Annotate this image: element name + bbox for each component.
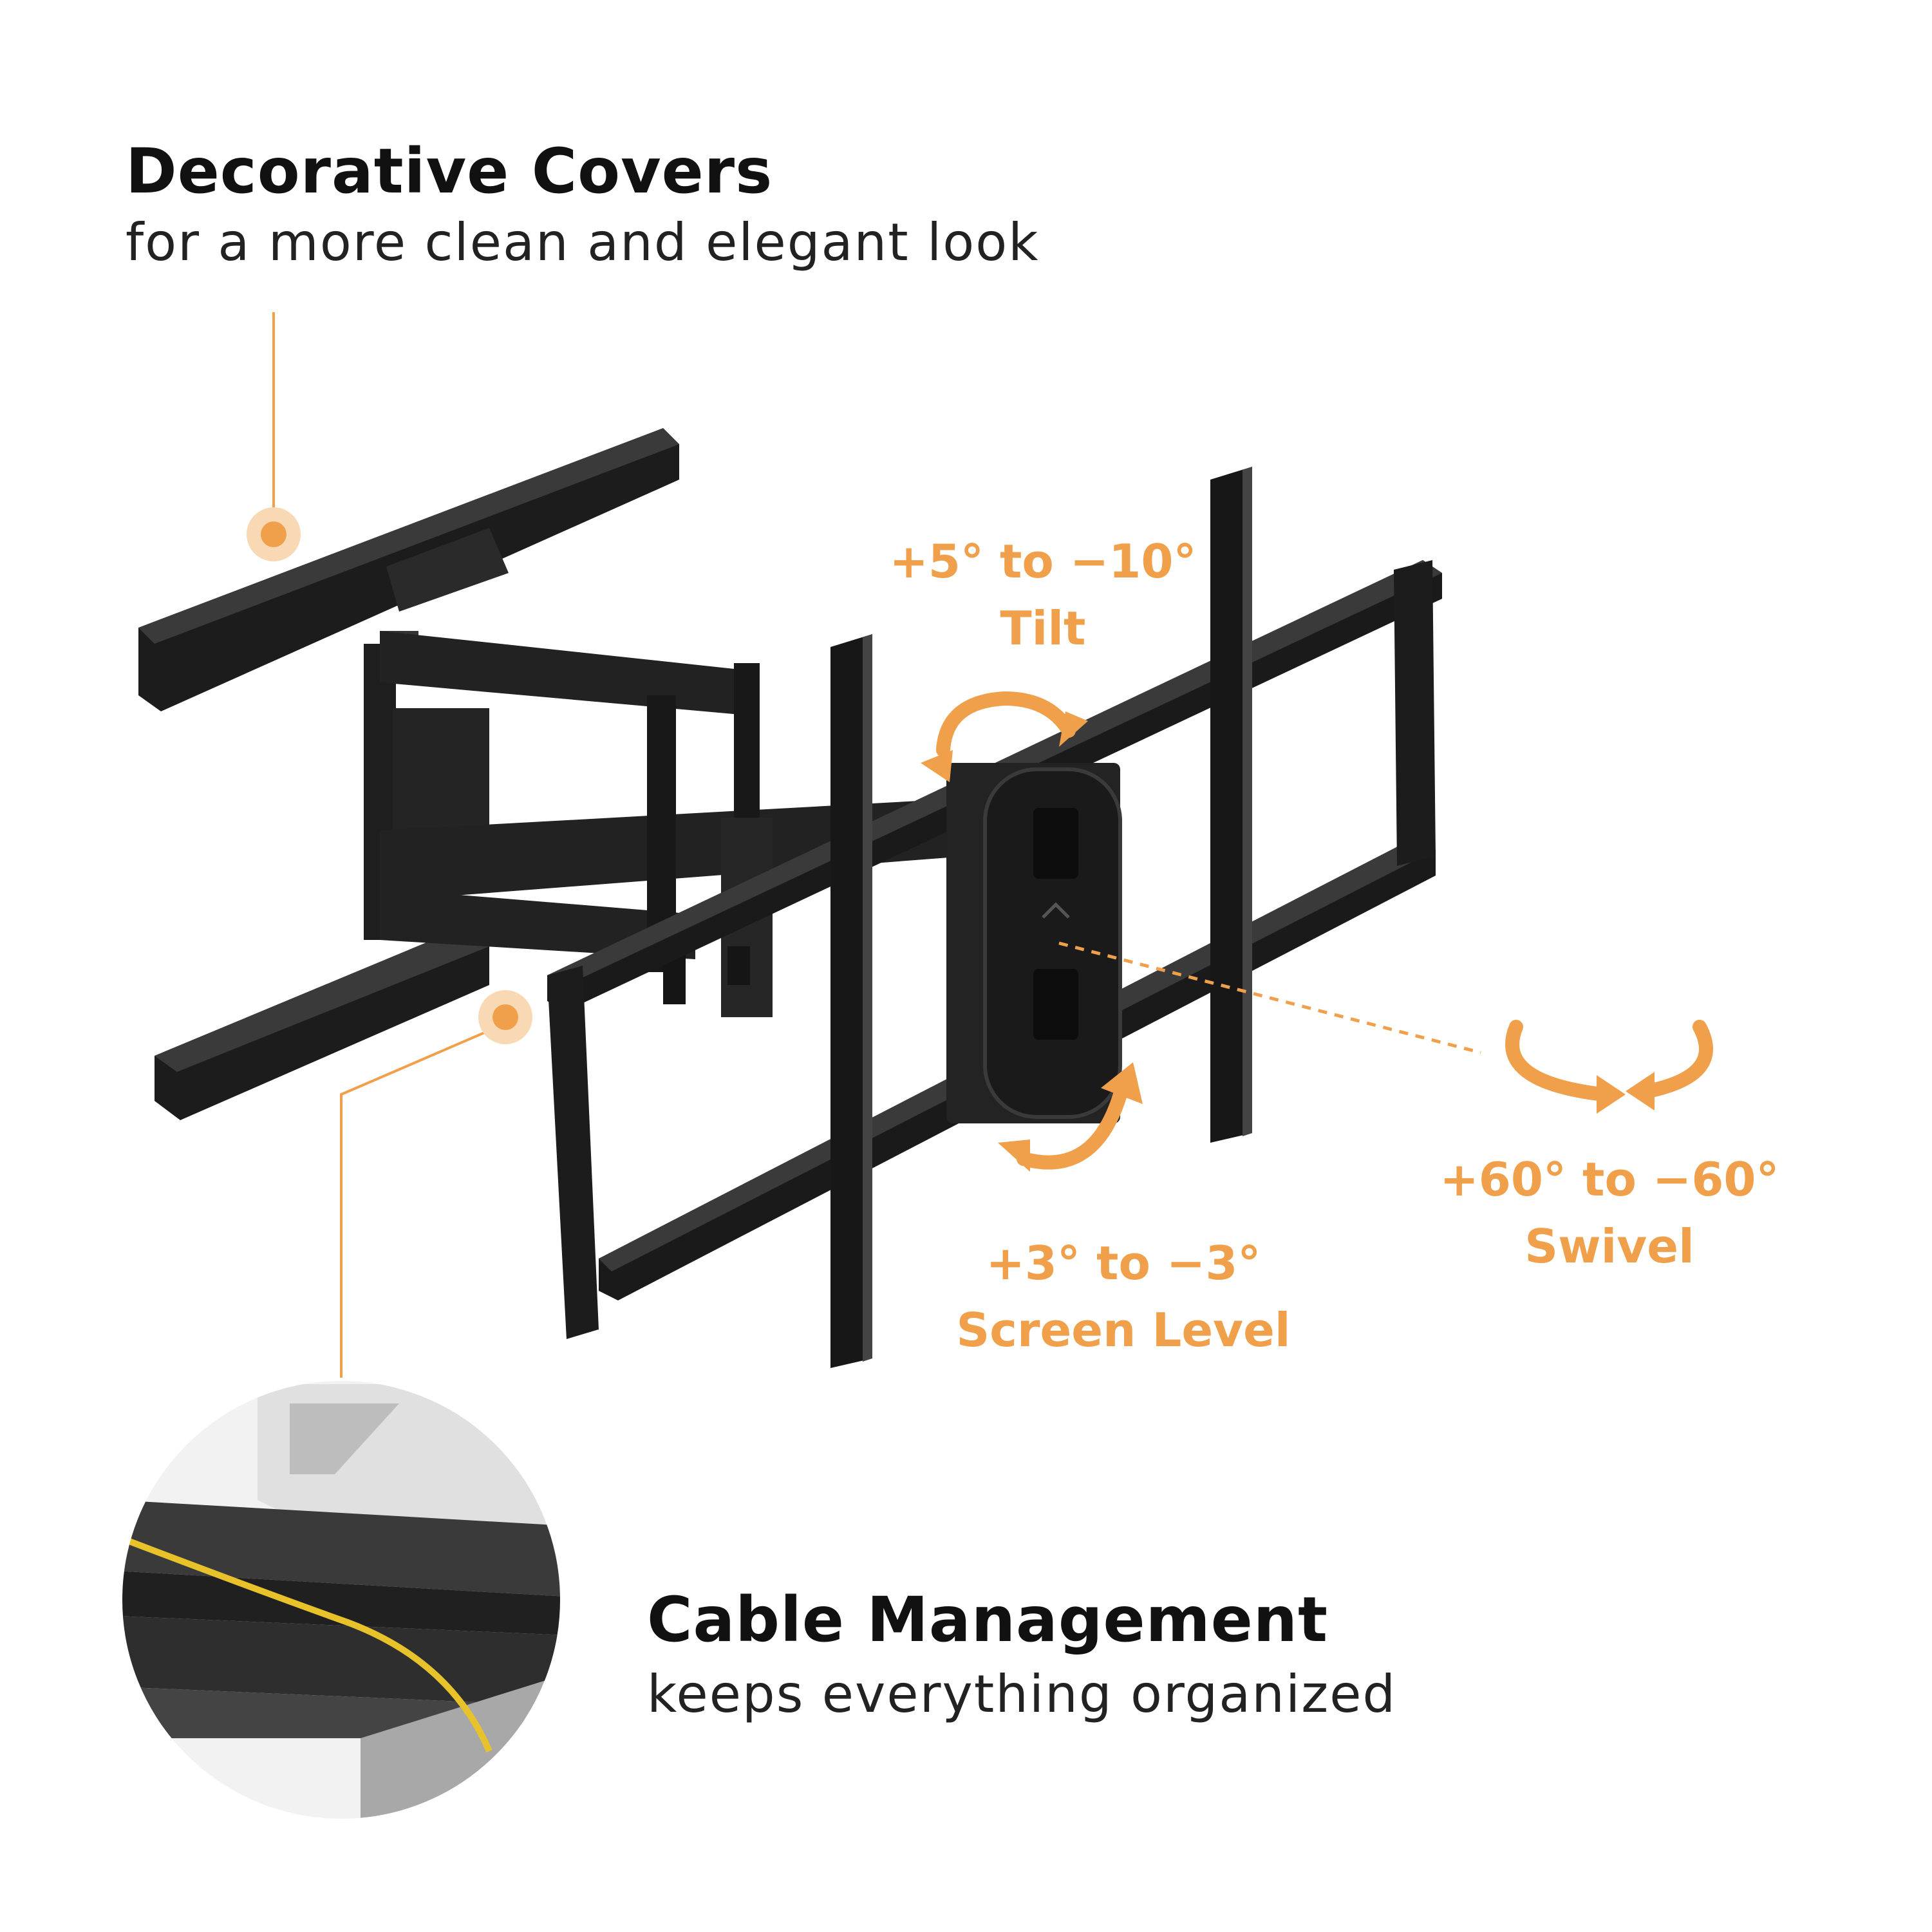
tilt-label: +5° to −10° Tilt xyxy=(856,528,1230,662)
callout-lines xyxy=(272,312,506,1378)
decorative-covers-title: Decorative Covers xyxy=(126,135,773,207)
tilt-range: +5° to −10° xyxy=(889,534,1197,588)
tilt-plate xyxy=(946,763,1122,1123)
screen-level-range: +3° to −3° xyxy=(986,1236,1261,1290)
tilt-arrows-icon xyxy=(921,691,1088,782)
swivel-range: +60° to −60° xyxy=(1440,1152,1779,1206)
screen-level-name: Screen Level xyxy=(956,1303,1291,1357)
swivel-label: +60° to −60° Swivel xyxy=(1410,1146,1809,1280)
cable-management-subtitle: keeps everything organized xyxy=(647,1664,1397,1724)
level-arrows-icon xyxy=(998,1062,1143,1172)
tilt-name: Tilt xyxy=(1000,601,1086,655)
swivel-name: Swivel xyxy=(1524,1219,1694,1273)
swivel-arrows-icon xyxy=(1505,1020,1713,1114)
vertical-rail-left xyxy=(830,634,872,1368)
decorative-covers-subtitle: for a more clean and elegant look xyxy=(126,212,1040,272)
callout-dot-icon xyxy=(247,507,301,561)
cable-management-title: Cable Management xyxy=(647,1584,1329,1656)
cable-detail-ring xyxy=(120,1378,563,1821)
vertical-rail-right xyxy=(1210,467,1252,1143)
upper-decorative-cover xyxy=(138,428,679,711)
lower-decorative-cover xyxy=(155,927,489,1120)
screen-level-label: +3° to −3° Screen Level xyxy=(914,1230,1333,1364)
cable-detail-zoom xyxy=(121,1380,561,1820)
swivel-axis xyxy=(1058,941,1481,1055)
callout-dot-icon xyxy=(478,990,532,1044)
articulating-arms xyxy=(380,631,966,1017)
